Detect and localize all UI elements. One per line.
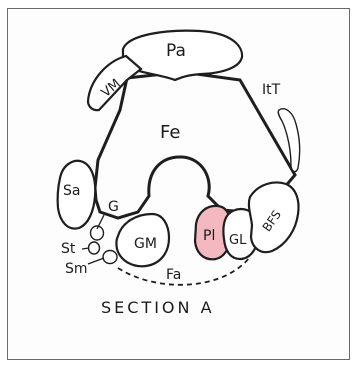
label-pa: Pa	[166, 41, 186, 61]
label-pl: Pl	[203, 228, 215, 244]
semitendinosus	[89, 242, 100, 254]
label-g: G	[108, 199, 119, 215]
label-sa: Sa	[63, 183, 80, 199]
label-gm: GM	[134, 236, 157, 252]
label-fe: Fe	[160, 122, 180, 143]
label-itt: ItT	[262, 82, 281, 98]
label-st: St	[61, 241, 76, 257]
label-sm: Sm	[65, 261, 88, 277]
label-gl: GL	[229, 233, 247, 248]
label-fa: Fa	[166, 267, 181, 283]
semimembranosus	[103, 251, 117, 264]
caption: SECTION A	[101, 298, 215, 317]
sm-leader-line	[88, 258, 104, 264]
